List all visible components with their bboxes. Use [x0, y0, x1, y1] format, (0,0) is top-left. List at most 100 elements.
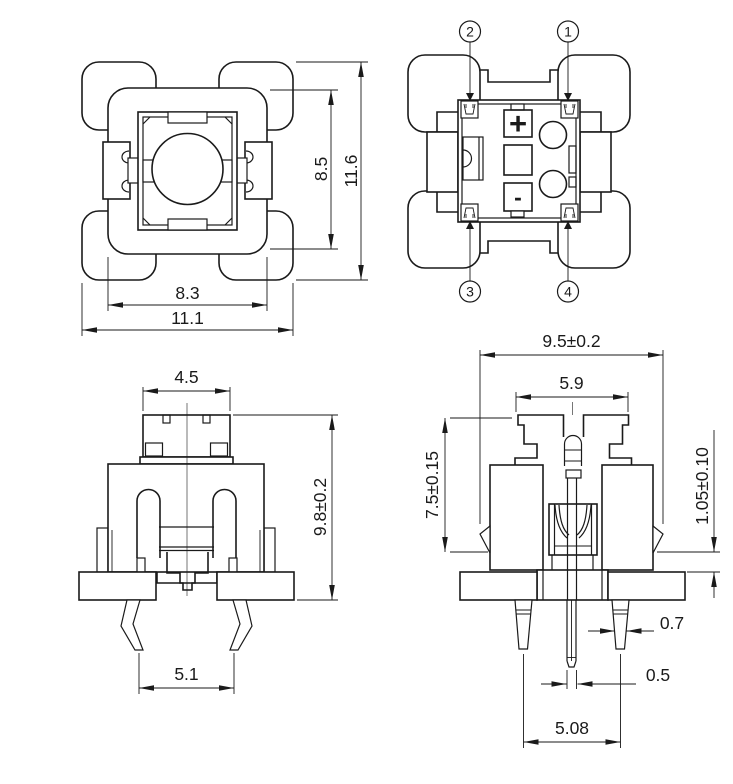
snap-clip: [652, 524, 664, 554]
frame-notch: [167, 218, 208, 231]
base-flange: [216, 571, 295, 601]
terminal-1: [560, 100, 579, 119]
clip-hooks: [121, 150, 130, 193]
dim-front-overall-height: 9.8±0.2: [310, 478, 330, 536]
side-tab: [426, 131, 459, 193]
side-tab: [102, 141, 131, 200]
cage-walls: [553, 504, 593, 555]
frame-notch: [167, 111, 208, 124]
cap-collar: [139, 456, 234, 465]
base-flange: [607, 571, 686, 601]
housing-block: [601, 464, 654, 571]
leader-arrow: [564, 221, 572, 229]
dim-side-clip-width: 9.5±0.2: [542, 331, 600, 351]
left-side-step: [436, 111, 458, 213]
bottom-center-profile: [156, 572, 218, 591]
side-tab: [579, 131, 612, 193]
extension-lines: [81, 61, 368, 336]
top-view: 8.5 11.6 8.3 11.1: [81, 61, 368, 336]
led-dome-lines: [564, 449, 582, 462]
spring-contacts: [554, 504, 592, 539]
pin-number-circle: [556, 280, 580, 303]
stem-base: [166, 552, 209, 584]
pin-number-circle: [556, 20, 580, 43]
base-flange: [459, 571, 538, 601]
housing-block: [489, 464, 544, 571]
polarity-plus-mark: +: [509, 106, 527, 141]
switch-housing: [107, 463, 265, 573]
top-step-profile: [480, 69, 558, 83]
right-side-step: [580, 111, 602, 213]
lead-ticks: [516, 609, 628, 615]
pin-number-3: 3: [466, 284, 474, 300]
dim-front-lead-span: 5.1: [174, 664, 198, 684]
left-cavity: [462, 136, 484, 181]
dim-side-lead-width: 0.7: [660, 613, 684, 633]
pin-number-4: 4: [564, 284, 572, 300]
cavity-semicircle: [462, 149, 473, 168]
snap-clip: [479, 524, 491, 554]
leader-arrow: [466, 93, 474, 101]
dim-front-cap-width: 4.5: [174, 367, 198, 387]
terminal-3: [460, 203, 479, 222]
dim-top-overall-width: 11.1: [171, 308, 204, 328]
stem-lines: [159, 526, 214, 552]
button-cap: [142, 414, 231, 458]
center-base-lines: [542, 570, 603, 600]
frame-chamfers: [142, 116, 233, 226]
pin-number-2: 2: [466, 24, 474, 40]
housing-wall-lines: [111, 530, 261, 572]
dim-side-lead-pitch: 5.08: [555, 718, 589, 738]
leader-arrow: [564, 93, 572, 101]
guide-hole: [538, 169, 568, 199]
cap-notch: [162, 414, 171, 424]
bottom-view: + - 2 1 3 4: [407, 20, 631, 303]
side-tab: [244, 141, 273, 200]
extension-lines: [138, 387, 338, 694]
bottom-step-profile: [480, 240, 558, 254]
side-clip: [263, 527, 276, 573]
contact-foot: [228, 557, 238, 573]
front-view: 4.5 9.8±0.2 5.1: [78, 367, 338, 694]
bent-lead: [229, 599, 253, 651]
pin-number-circle: [458, 280, 482, 303]
extension-lines: [450, 350, 720, 748]
cage-lower-walls: [551, 555, 594, 570]
side-clip: [96, 527, 109, 573]
cap-right-profile: [582, 414, 633, 465]
terminal-4: [560, 203, 579, 222]
dim-side-center-lead-width: 0.5: [646, 665, 670, 685]
slot-right: [212, 488, 237, 558]
cap-left-profile: [514, 414, 565, 465]
leader-arrow: [466, 221, 474, 229]
stem-top: [565, 469, 582, 479]
led-dome: [563, 434, 583, 466]
dim-side-cap-width: 5.9: [559, 373, 583, 393]
base-flange: [78, 571, 157, 601]
bent-lead: [120, 599, 144, 651]
led-lead: [566, 600, 577, 661]
contact-foot: [136, 557, 146, 573]
led-lead-tip: [566, 660, 577, 668]
right-slot: [568, 145, 577, 174]
clip-hooks: [245, 150, 254, 193]
cap-detail: [209, 442, 229, 457]
guide-hole: [538, 120, 568, 150]
base-square: [457, 99, 581, 223]
led-legs: [566, 478, 578, 600]
right-slot-small: [568, 176, 577, 188]
dim-side-standoff: 1.05±0.10: [692, 447, 712, 525]
anode-pad: [503, 109, 533, 138]
switch-lead: [611, 599, 630, 650]
slot-left: [136, 488, 161, 558]
plunger-circle: [151, 132, 224, 206]
dim-top-body-width: 8.3: [175, 283, 199, 303]
cathode-tab: [510, 210, 525, 218]
switch-lead: [514, 599, 533, 650]
cap-detail: [144, 442, 164, 457]
dim-top-body-height: 8.5: [311, 157, 331, 181]
dim-top-overall-height: 11.6: [341, 155, 361, 188]
contact-cage: [548, 503, 598, 556]
